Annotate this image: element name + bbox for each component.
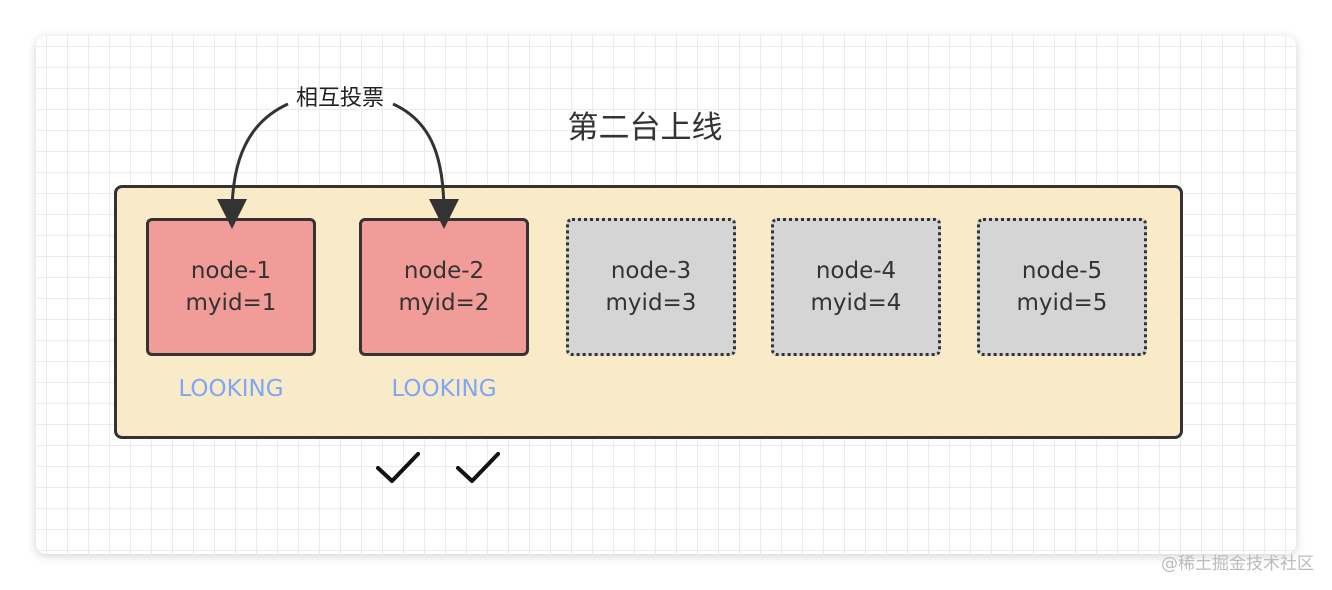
diagram-title: 第二台上线: [567, 110, 723, 146]
node-status-2: LOOKING: [391, 376, 497, 402]
node-myid: myid=4: [810, 290, 902, 316]
node-box-4: node-4 myid=4: [771, 218, 941, 356]
node-status-1: LOOKING: [178, 376, 284, 402]
node-name: node-3: [610, 258, 692, 284]
vote-arrow-right: [392, 102, 459, 229]
node-box-3: node-3 myid=3: [566, 218, 736, 356]
node-name: node-4: [815, 258, 897, 284]
vote-label: 相互投票: [295, 86, 384, 111]
node-myid: myid=1: [185, 290, 277, 316]
node-name: node-5: [1021, 258, 1103, 284]
node-myid: myid=5: [1016, 290, 1108, 316]
node-myid: myid=2: [398, 290, 490, 316]
node-name: node-1: [190, 258, 272, 284]
node-box-2: node-2 myid=2: [359, 218, 529, 356]
node-box-5: node-5 myid=5: [977, 218, 1147, 356]
check-icon: [456, 452, 500, 483]
node-name: node-2: [403, 258, 485, 284]
check-icon: [376, 452, 420, 483]
watermark: @稀土掘金技术社区: [1161, 554, 1314, 574]
node-myid: myid=3: [605, 290, 697, 316]
vote-arrow-left: [217, 102, 289, 229]
